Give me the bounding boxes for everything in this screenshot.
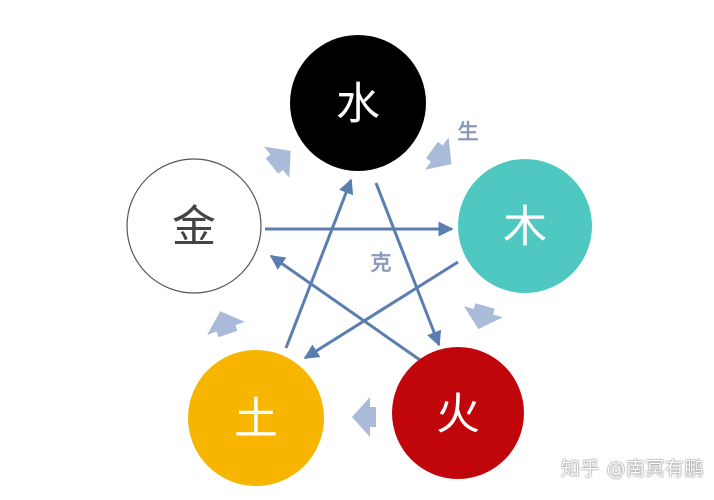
watermark-text: 知乎 @南冥有鹏	[560, 458, 704, 480]
node-metal: 金	[126, 158, 262, 294]
generate-arrow-water-to-wood	[425, 137, 452, 170]
generate-arrow-earth-to-metal	[207, 311, 245, 338]
node-earth-label: 土	[234, 394, 278, 445]
node-wood-circle	[458, 159, 592, 293]
generate-arrow-fire-to-earth	[352, 397, 376, 437]
node-earth: 土	[188, 350, 324, 486]
node-water-circle	[290, 35, 426, 171]
overcome-relation-label: 克	[371, 251, 392, 275]
generate-relation-label: 生	[458, 120, 479, 144]
generate-arrow-metal-to-water	[264, 146, 291, 178]
node-fire: 火	[392, 347, 524, 479]
overcome-arrow-earth-to-water	[284, 178, 354, 349]
node-wood: 木	[458, 159, 592, 293]
overcome-arrow-wood-to-earth	[303, 260, 459, 360]
node-water: 水	[290, 35, 426, 171]
node-wood-label: 木	[503, 202, 547, 253]
node-fire-circle	[392, 347, 524, 479]
node-water-label: 水	[336, 79, 380, 130]
node-metal-label: 金	[172, 202, 216, 253]
overcome-arrow-water-to-fire	[374, 182, 442, 347]
node-fire-label: 火	[436, 389, 480, 440]
generate-arrow-wood-to-fire	[464, 303, 503, 330]
generate-arrows	[207, 137, 503, 437]
node-metal-circle	[126, 158, 262, 294]
node-earth-circle	[188, 350, 324, 486]
overcome-arrow-fire-to-metal	[269, 254, 421, 362]
overcome-arrows	[265, 178, 459, 362]
